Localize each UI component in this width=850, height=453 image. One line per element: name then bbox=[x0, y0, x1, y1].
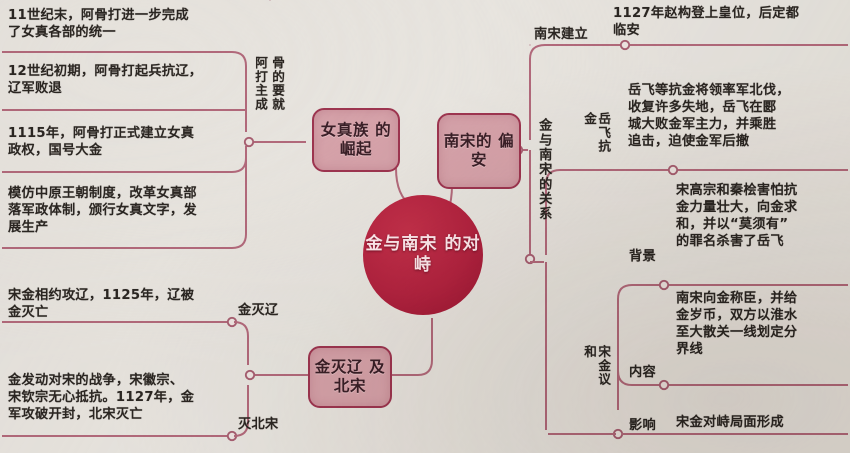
branch-label-yuefeikangjin: 岳飞抗金 bbox=[582, 112, 612, 154]
node-nansong-pianan[interactable]: 南宋的 偏安 bbox=[437, 113, 521, 189]
node-nuzhenzu-jueqi[interactable]: 女真族 的崛起 bbox=[312, 108, 400, 172]
leaf-reform: 模仿中原王朝制度，改革女真部 落军政体制，颁行女真文字，发 展生产 bbox=[8, 186, 197, 235]
leaf-beijing: 宋高宗和秦桧害怕抗 金力量壮大，向金求 和，并以“莫须有” 的罪名杀害了岳飞 bbox=[676, 183, 798, 249]
leaf-1115: 1115年，阿骨打正式建立女真 政权，国号大金 bbox=[8, 126, 195, 158]
leaf-nansongjianli: 1127年赵构登上皇位，后定都 临安 bbox=[613, 6, 800, 38]
branch-label-songjinyihe: 宋金议和 bbox=[582, 345, 612, 387]
leaf-neirong: 南宋向金称臣，并给 金岁币，双方以淮水 至大散关一线划定分 界线 bbox=[676, 291, 798, 357]
branch-label-beijing: 背景 bbox=[629, 249, 656, 264]
branch-label-agouda-col2: 骨的要就 bbox=[270, 56, 286, 112]
branch-label-miebeisong: 灭北宋 bbox=[238, 417, 279, 432]
branch-label-yingxiang: 影响 bbox=[629, 418, 656, 433]
leaf-12century: 12世纪初期，阿骨打起兵抗辽， 辽军败退 bbox=[8, 64, 203, 96]
node-jinmieliao-jibeisong[interactable]: 金灭辽 及北宋 bbox=[308, 346, 392, 408]
leaf-yuefei: 岳飞等抗金将领率军北伐， 收复许多失地，岳飞在郾 城大败金军主力，并乘胜 追击，… bbox=[628, 83, 790, 149]
leaf-yingxiang: 宋金对峙局面形成 bbox=[676, 415, 784, 430]
branch-label-jinmieliao: 金灭辽 bbox=[238, 303, 279, 318]
center-node-jin-nansong-duizhi[interactable]: 金与南宋 的对峙 bbox=[363, 195, 483, 315]
leaf-mieliao: 宋金相约攻辽，1125年，辽被 金灭亡 bbox=[8, 288, 195, 320]
branch-label-jinyunansong-guanxi: 金与南宋的关系 bbox=[536, 118, 552, 221]
branch-label-agouda-col1: 阿打主成 bbox=[253, 56, 269, 112]
leaf-11century: 11世纪末，阿骨打进一步完成 了女真各部的统一 bbox=[8, 8, 189, 40]
branch-label-neirong: 内容 bbox=[629, 365, 656, 380]
branch-label-nansongjianli: 南宋建立 bbox=[534, 27, 588, 42]
leaf-miebeisong: 金发动对宋的战争，宋徽宗、 宋钦宗无心抵抗。1127年，金 军攻破开封，北宋灭亡 bbox=[8, 373, 195, 422]
